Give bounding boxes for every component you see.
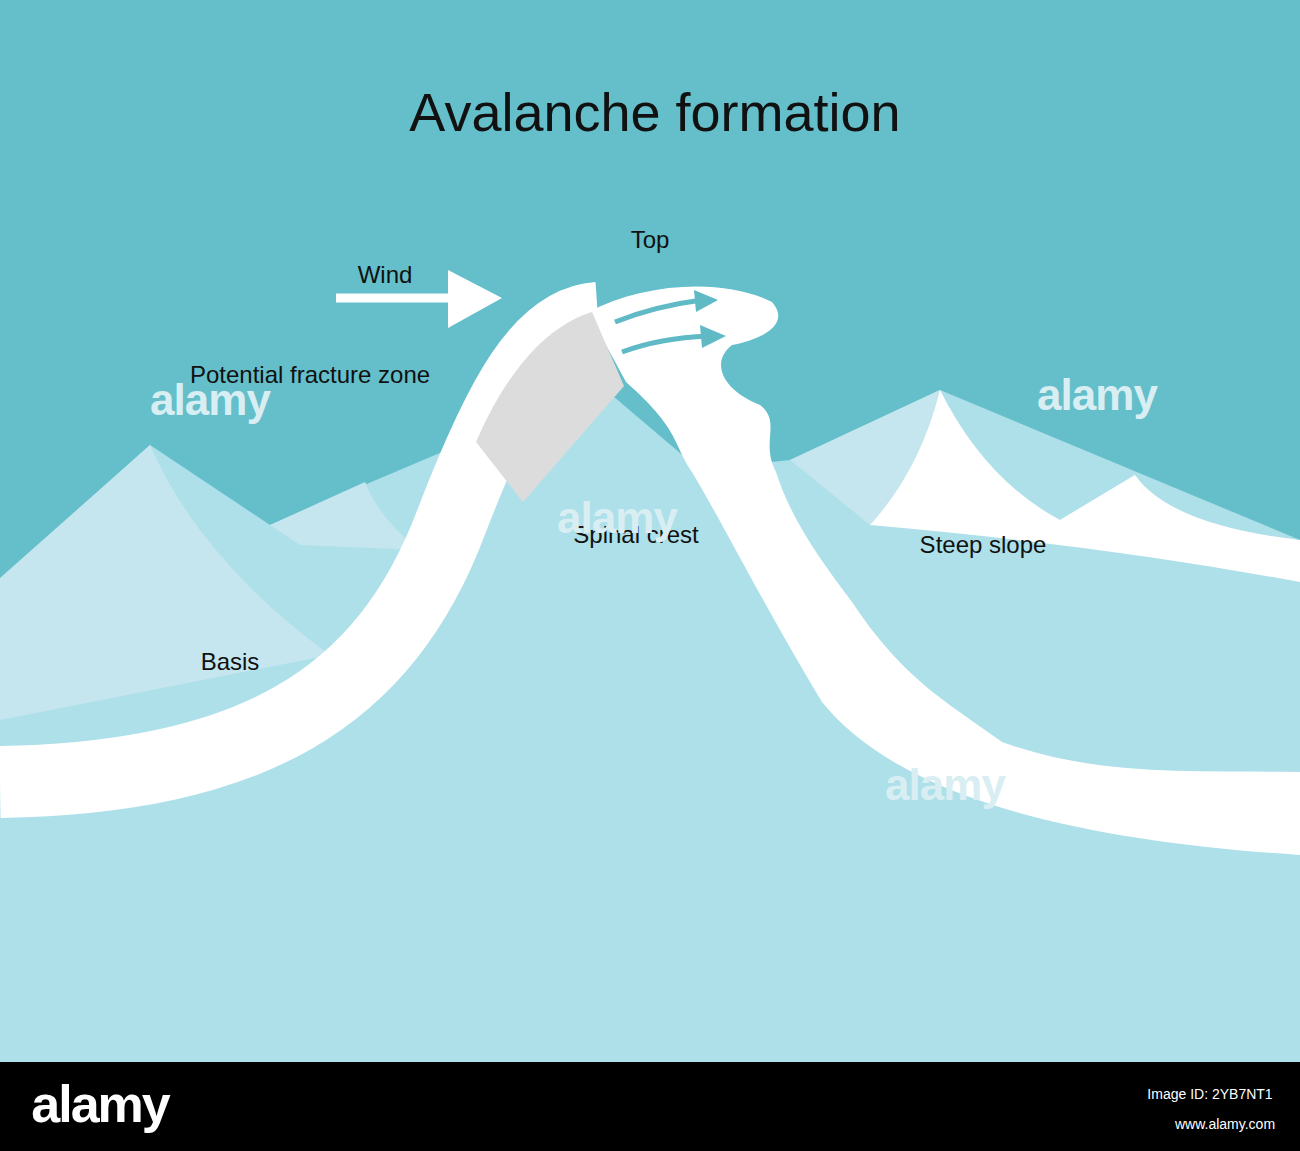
bottom-bar <box>0 1062 1300 1151</box>
image-id: Image ID: 2YB7NT1 <box>1147 1086 1272 1102</box>
part-label: Steep slope <box>920 531 1047 559</box>
watermark: alamy <box>885 760 1005 811</box>
watermark: alamy <box>557 493 677 544</box>
title: Avalanche formation <box>409 81 900 143</box>
wind-arrow-head <box>448 270 502 328</box>
drift-arrow <box>622 336 708 352</box>
watermark: alamy <box>1037 370 1157 421</box>
site-url: www.alamy.com <box>1175 1116 1275 1132</box>
drift-arrow-head <box>694 290 718 312</box>
left-peak <box>0 445 330 720</box>
part-label: Top <box>631 226 670 254</box>
fracture-zone <box>476 312 624 502</box>
cornice-and-slope-snow <box>588 286 1300 855</box>
part-label: Wind <box>358 261 413 289</box>
left-small-peak <box>270 482 420 550</box>
sky <box>0 0 1300 1062</box>
part-label: Basis <box>201 648 260 676</box>
drift-arrow <box>615 300 702 322</box>
right-snow-peaks <box>870 390 1300 582</box>
watermark: alamy <box>150 375 270 426</box>
wind-arrow-shaft <box>336 294 455 303</box>
drift-arrow-head <box>700 325 726 348</box>
watermark-logo: alamy <box>31 1075 168 1135</box>
